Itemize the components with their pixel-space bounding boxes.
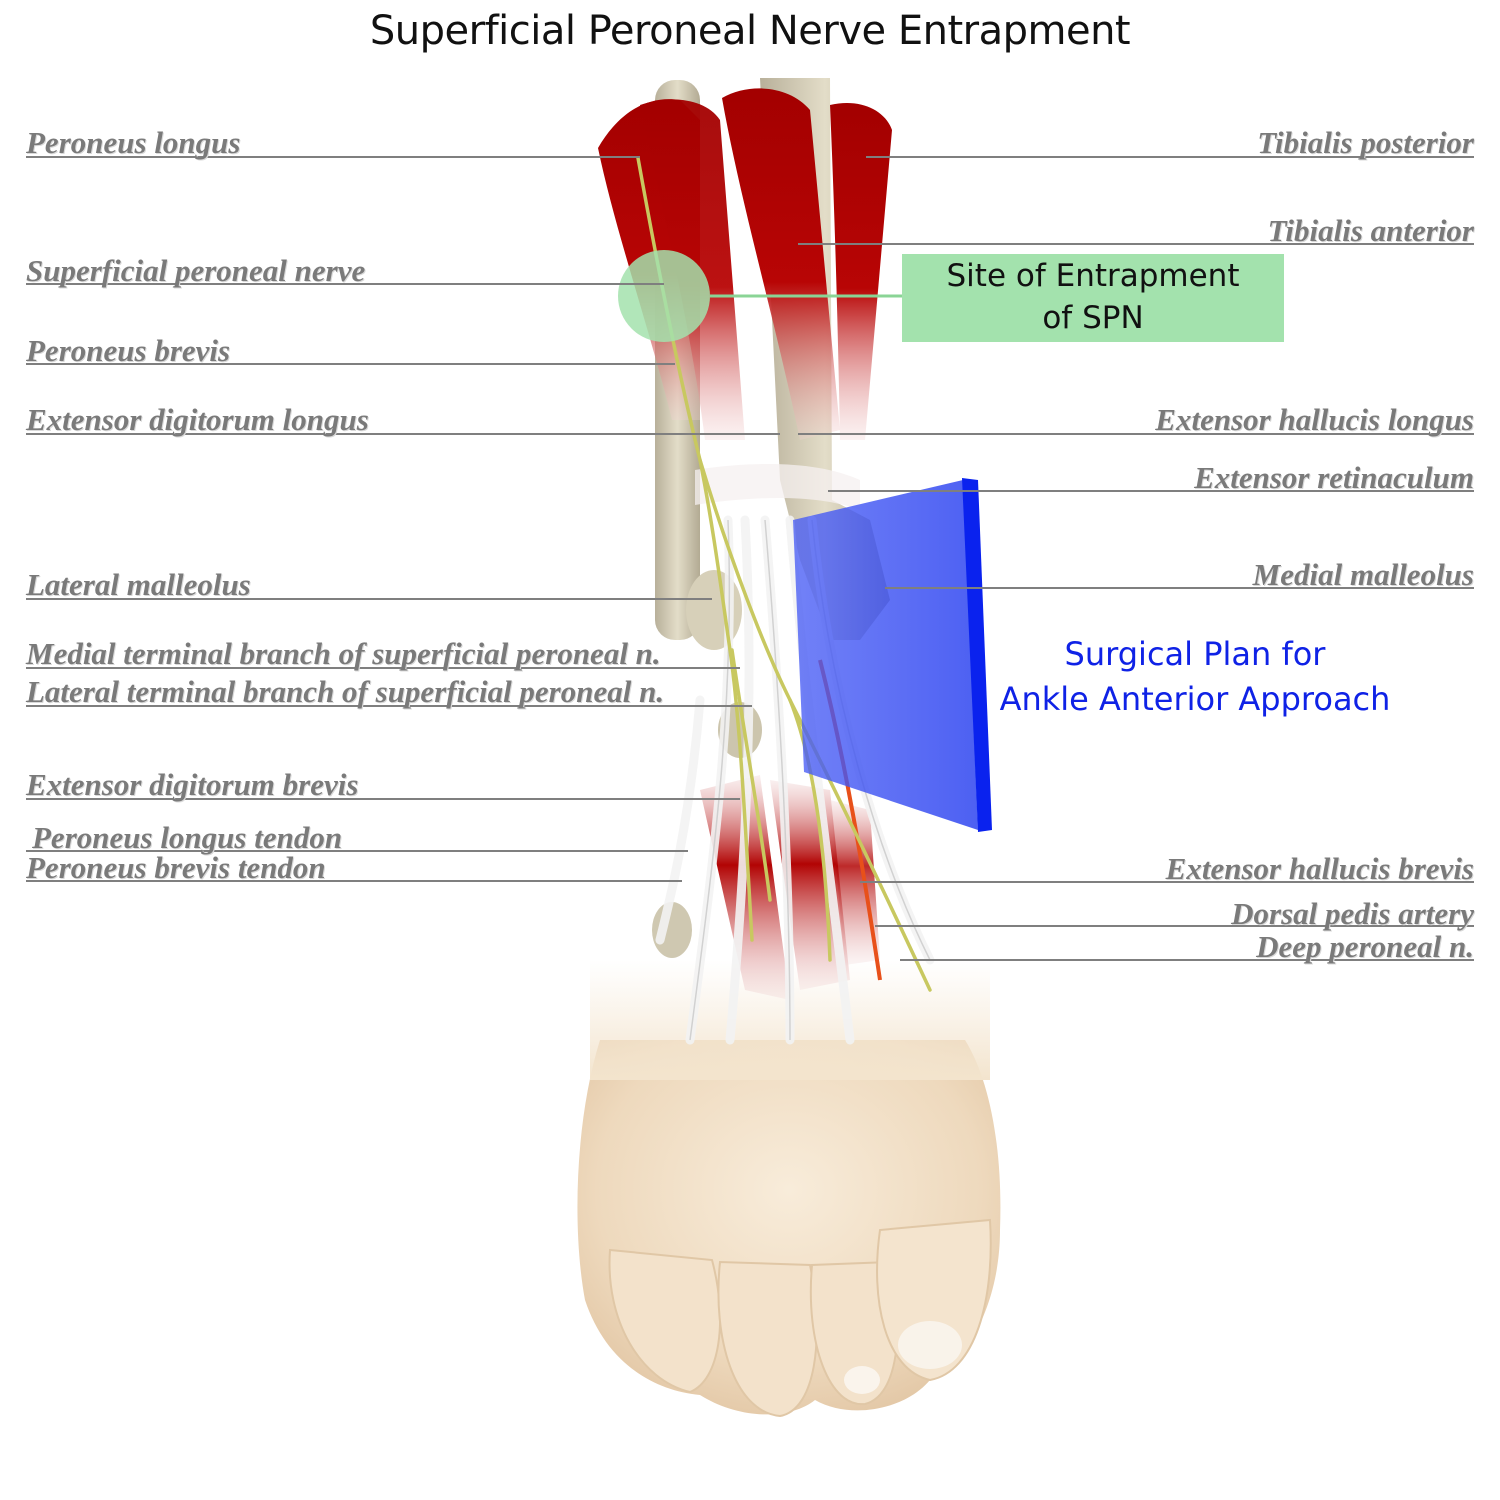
retinaculum xyxy=(695,464,860,510)
label-dorsal-pedis-artery: Dorsal pedis artery xyxy=(1231,896,1474,931)
entrapment-callout-line2: of SPN xyxy=(1042,300,1144,336)
label-tibialis-posterior: Tibialis posterior xyxy=(1257,125,1474,160)
label-extensor-digitorum-brevis: Extensor digitorum brevis xyxy=(26,767,359,802)
surgical-plan-line1: Surgical Plan for xyxy=(1064,635,1326,673)
label-peroneus-brevis: Peroneus brevis xyxy=(26,333,231,368)
surgical-plan-line2: Ankle Anterior Approach xyxy=(999,680,1391,719)
label-tibialis-anterior: Tibialis anterior xyxy=(1267,213,1474,248)
label-peroneus-longus: Peroneus longus xyxy=(26,125,241,160)
entrapment-zone xyxy=(618,250,710,342)
surgical-plan-callout: Surgical Plan for Ankle Anterior Approac… xyxy=(990,632,1400,723)
label-deep-peroneal-n: Deep peroneal n. xyxy=(1256,929,1474,964)
label-medial-malleolus: Medial malleolus xyxy=(1252,557,1474,592)
surgical-plane xyxy=(793,478,992,832)
entrapment-callout-line1: Site of Entrapment xyxy=(946,258,1240,295)
label-extensor-digitorum-longus: Extensor digitorum longus xyxy=(26,402,369,437)
label-extensor-hallucis-brevis: Extensor hallucis brevis xyxy=(1165,851,1474,886)
label-lateral-malleolus: Lateral malleolus xyxy=(26,567,251,602)
diagram-title: Superficial Peroneal Nerve Entrapment xyxy=(369,8,1131,54)
label-peroneus-brevis-tendon: Peroneus brevis tendon xyxy=(26,850,326,885)
label-extensor-retinaculum: Extensor retinaculum xyxy=(1194,460,1474,495)
leader-lines xyxy=(26,156,1474,961)
label-superficial-peroneal-nerve: Superficial peroneal nerve xyxy=(26,253,366,288)
label-medial-terminal-branch: Medial terminal branch of superficial pe… xyxy=(26,636,661,671)
label-peroneus-longus-tendon: Peroneus longus tendon xyxy=(32,820,343,855)
entrapment-callout: Site of Entrapment of SPN xyxy=(902,254,1284,342)
label-lateral-terminal-branch: Lateral terminal branch of superficial p… xyxy=(26,674,665,709)
label-extensor-hallucis-longus: Extensor hallucis longus xyxy=(1155,402,1474,437)
